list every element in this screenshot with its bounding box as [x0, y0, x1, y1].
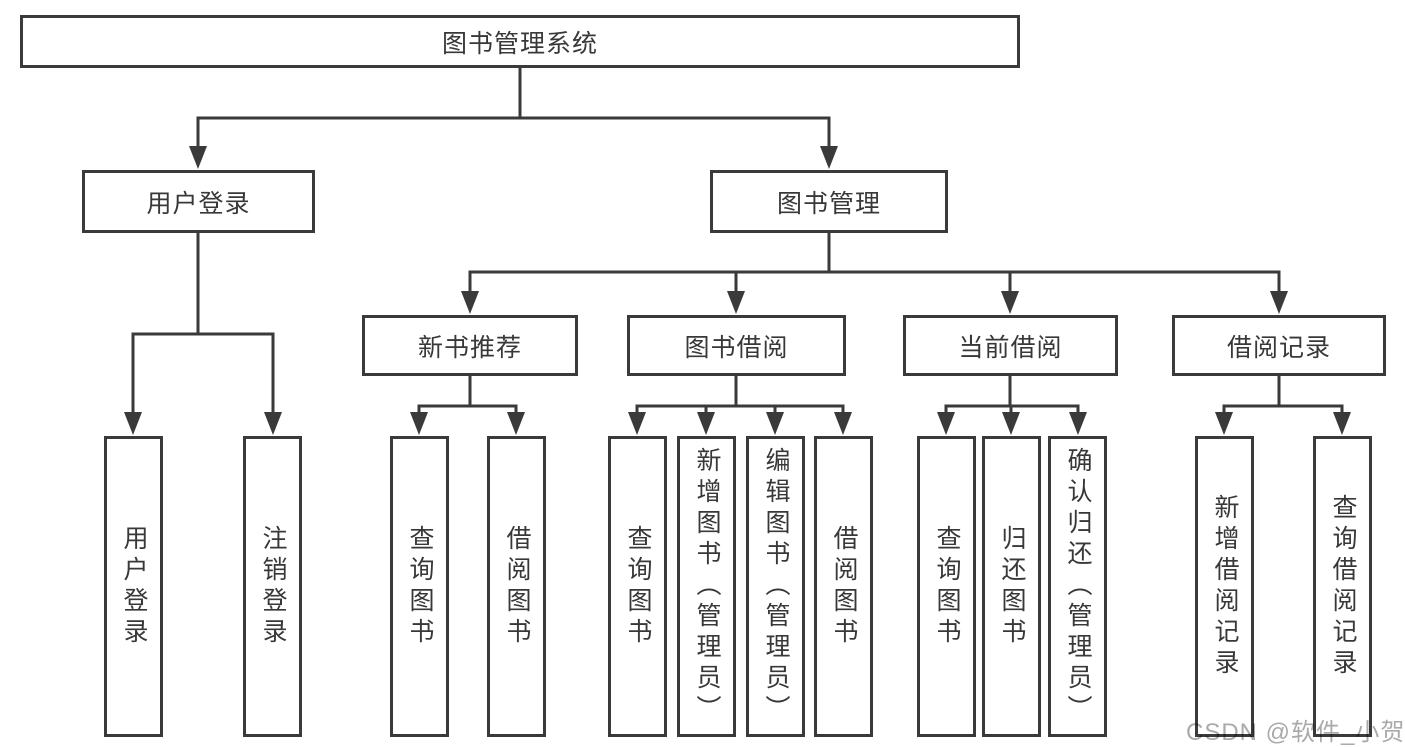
leaf-label: 新增图书（管理员）	[693, 447, 721, 726]
leaf-label: 归还图书	[998, 524, 1026, 649]
leaf-label: 用户登录	[120, 524, 148, 649]
leaf-user-login: 用户登录	[104, 436, 163, 737]
leaf-label: 注销登录	[259, 524, 287, 649]
connector-bookmgmt-to-level3	[461, 233, 1288, 314]
node-label: 借阅记录	[1226, 333, 1331, 362]
node-current-borrowing: 当前借阅	[903, 315, 1118, 376]
connector-records-to-leaves	[1215, 376, 1351, 435]
leaf-records-add-borrow-record: 新增借阅记录	[1195, 436, 1254, 737]
node-label: 用户登录	[146, 189, 251, 218]
node-label: 当前借阅	[958, 333, 1063, 362]
leaf-newrec-query-books: 查询图书	[390, 436, 449, 737]
leaf-label: 新增借阅记录	[1211, 493, 1239, 680]
leaf-label: 确认归还（管理员）	[1064, 447, 1092, 726]
leaf-label: 借阅图书	[503, 524, 531, 649]
connector-root-to-level2	[189, 68, 838, 169]
leaf-logout: 注销登录	[243, 436, 302, 737]
node-new-book-recommendation: 新书推荐	[362, 315, 578, 376]
leaf-borrowing-edit-books-admin: 编辑图书（管理员）	[746, 436, 805, 737]
leaf-label: 查询借阅记录	[1329, 493, 1357, 680]
node-book-borrowing: 图书借阅	[627, 315, 846, 376]
leaf-records-query-borrow-record: 查询借阅记录	[1313, 436, 1372, 737]
leaf-current-confirm-return-admin: 确认归还（管理员）	[1048, 436, 1107, 737]
node-label: 图书借阅	[684, 333, 789, 362]
node-book-management: 图书管理	[710, 170, 948, 233]
connector-current-to-leaves	[937, 376, 1087, 435]
node-user-login: 用户登录	[82, 170, 315, 233]
leaf-label: 借阅图书	[830, 524, 858, 649]
connector-borrowing-to-leaves	[628, 376, 852, 435]
leaf-borrowing-query-books: 查询图书	[608, 436, 667, 737]
leaf-current-query-books: 查询图书	[917, 436, 976, 737]
node-borrowing-records: 借阅记录	[1172, 315, 1386, 376]
node-label: 新书推荐	[417, 333, 522, 362]
leaf-borrowing-borrow-books: 借阅图书	[814, 436, 873, 737]
leaf-current-return-books: 归还图书	[982, 436, 1041, 737]
leaf-label: 查询图书	[933, 524, 961, 649]
leaf-newrec-borrow-books: 借阅图书	[487, 436, 546, 737]
connector-userlogin-to-leaves	[124, 233, 282, 435]
leaf-label: 编辑图书（管理员）	[762, 447, 790, 726]
leaf-label: 查询图书	[406, 524, 434, 649]
node-label: 图书管理	[776, 189, 881, 218]
connector-newrec-to-leaves	[410, 376, 525, 435]
leaf-label: 查询图书	[624, 524, 652, 649]
csdn-watermark: CSDN @软件_小贺同学	[1186, 719, 1405, 746]
leaf-borrowing-add-books-admin: 新增图书（管理员）	[677, 436, 736, 737]
node-library-management-system: 图书管理系统	[20, 15, 1020, 68]
node-label: 图书管理系统	[441, 29, 598, 58]
